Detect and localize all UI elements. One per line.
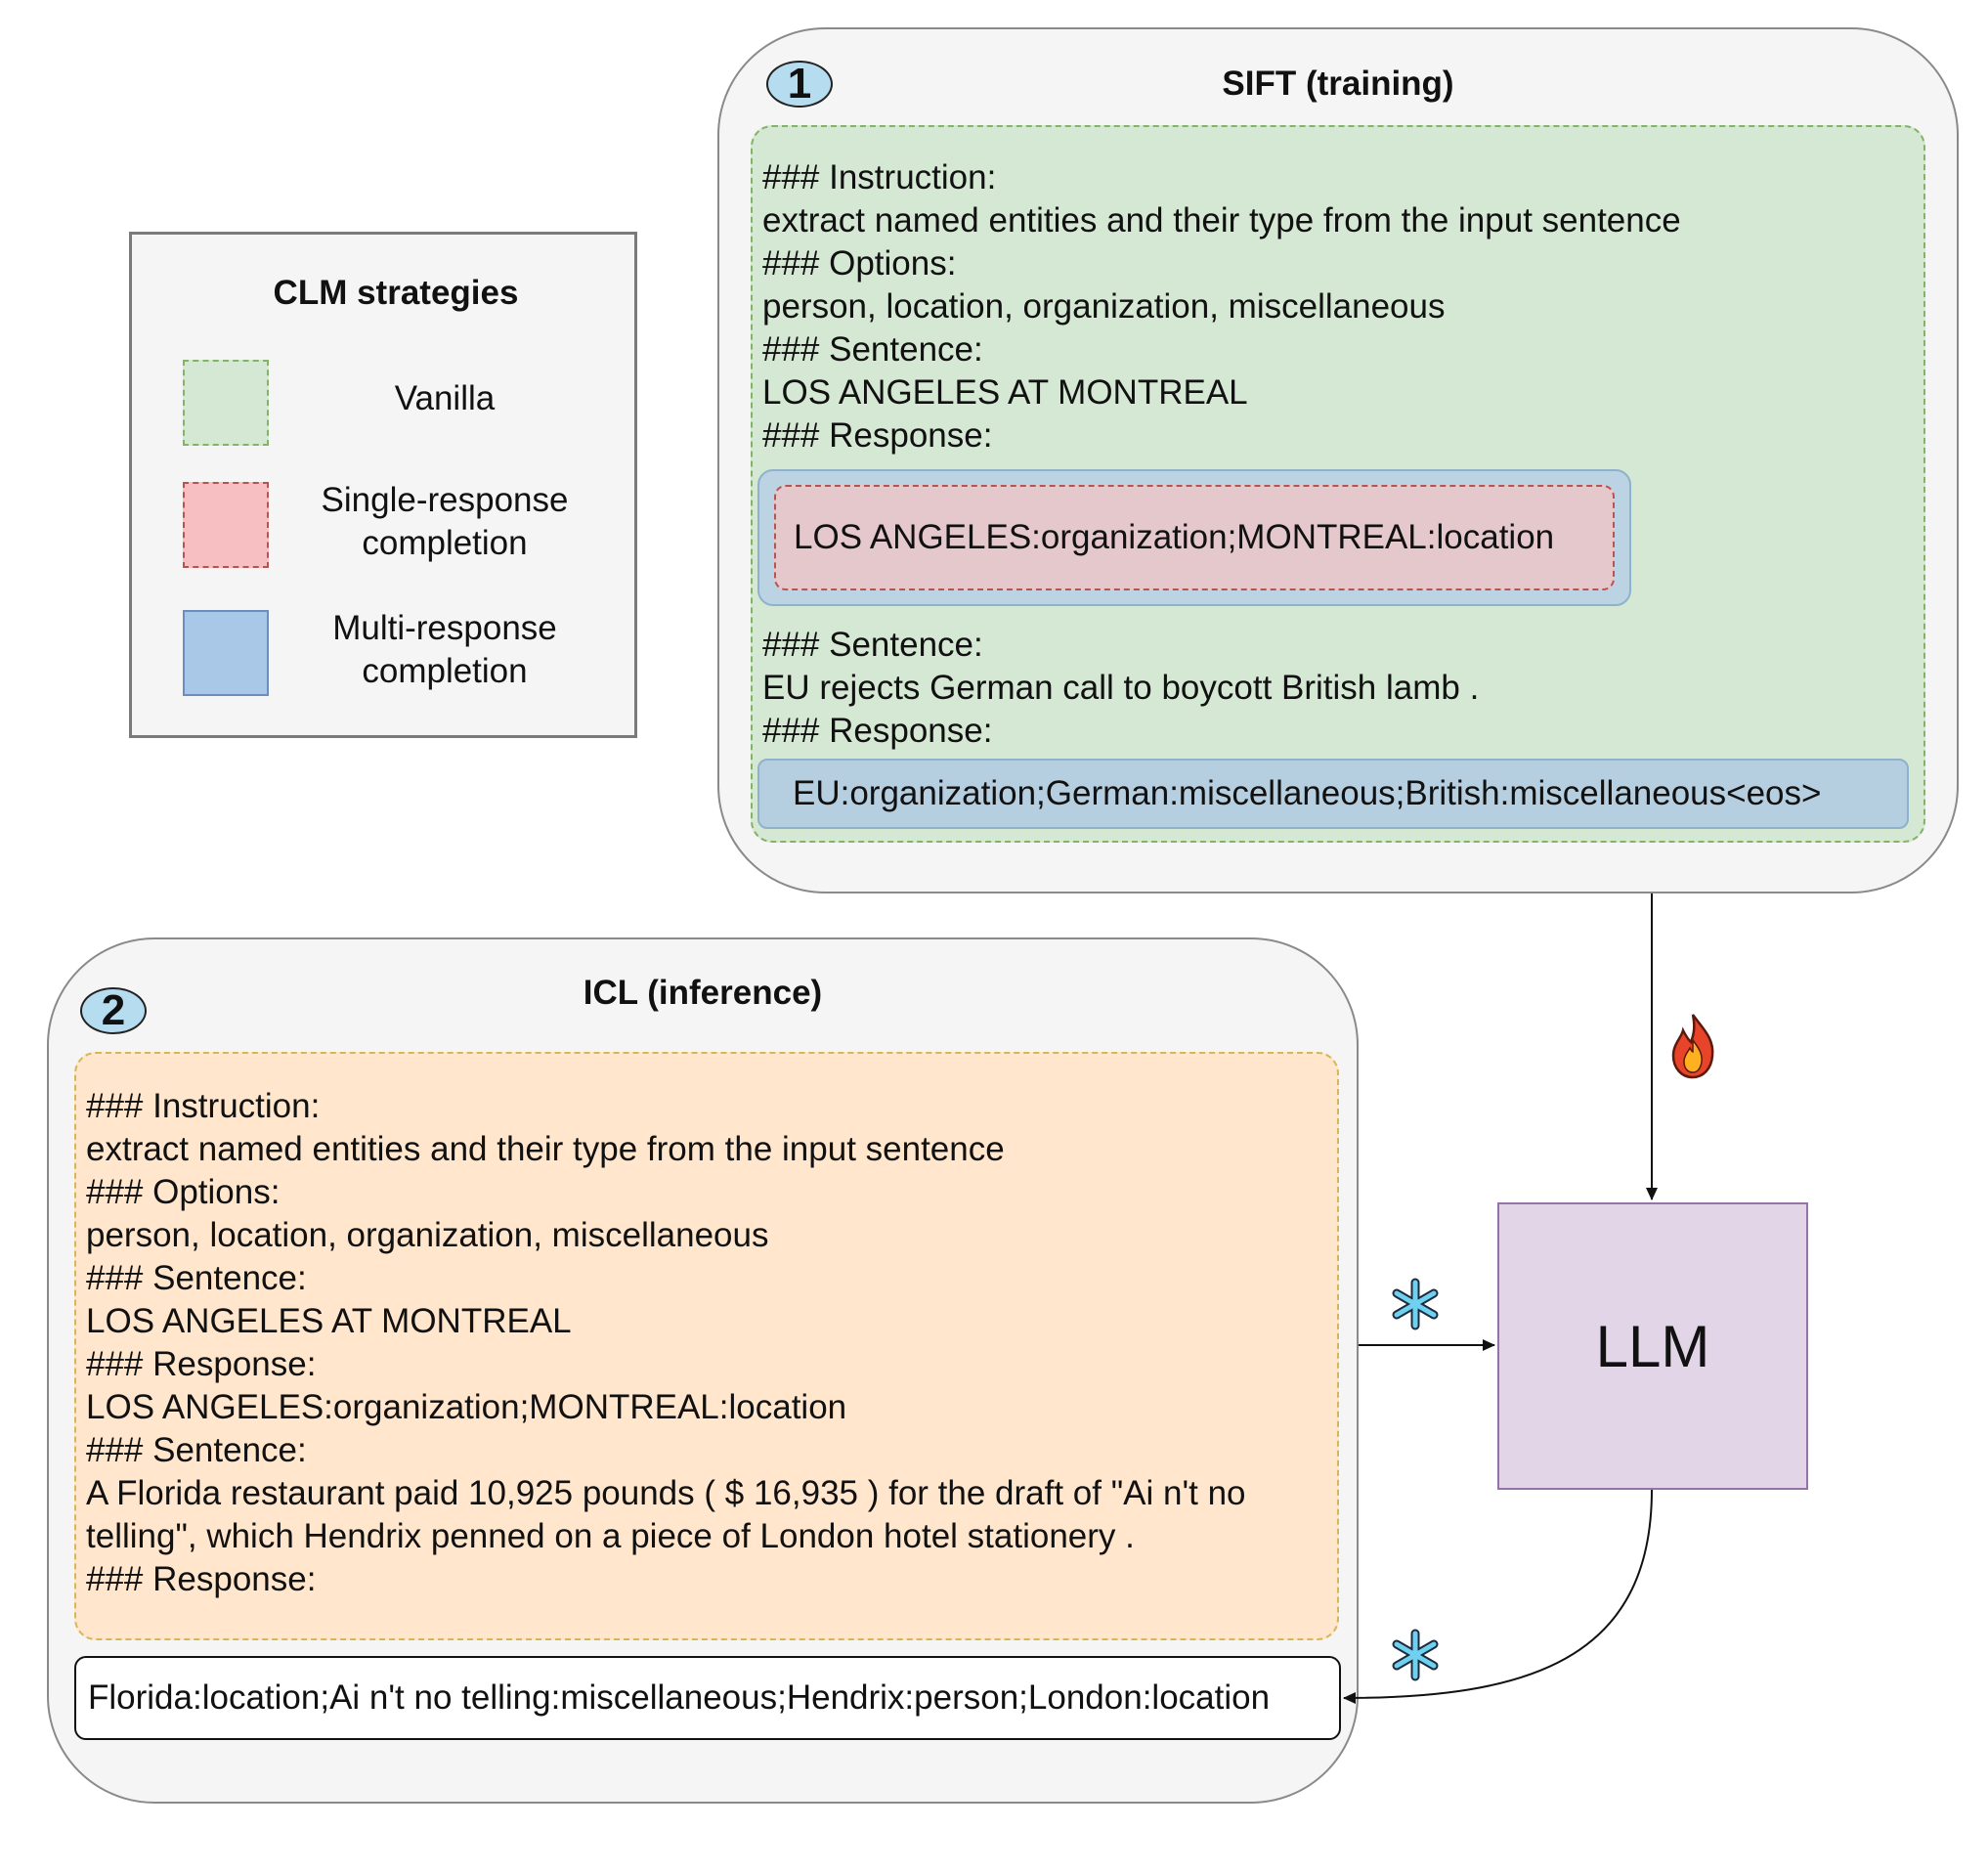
sift-step-badge: 1 [766,60,833,108]
legend-label-vanilla: Vanilla [394,379,496,417]
sift-line: extract named entities and their type fr… [762,201,1681,240]
legend-swatch-single-response [183,482,269,568]
icl-title: ICL (inference) [583,974,823,1012]
legend-title: CLM strategies [273,274,519,312]
legend-swatch-multi-response [183,610,269,696]
snowflake-icon [1392,1629,1439,1681]
icl-line: LOS ANGELES AT MONTREAL [86,1302,572,1340]
icl-output-box: Florida:location;Ai n't no telling:misce… [74,1656,1341,1740]
icl-line: person, location, organization, miscella… [86,1216,769,1254]
sift-line: EU rejects German call to boycott Britis… [762,669,1480,707]
icl-output: Florida:location;Ai n't no telling:misce… [88,1678,1271,1717]
icl-line: ### Options: [86,1173,281,1211]
icl-line: telling", which Hendrix penned on a piec… [86,1517,1135,1555]
sift-line: ### Sentence: [762,330,983,369]
sift-response-2: EU:organization;German:miscellaneous;Bri… [793,774,1822,812]
sift-line: person, location, organization, miscella… [762,287,1446,326]
icl-line: ### Response: [86,1345,317,1383]
legend-label-single-response: Single-response completion [321,481,569,562]
legend-label-multi-response: Multi-response completion [332,609,557,690]
snowflake-icon [1392,1278,1439,1330]
sift-response-2-box: EU:organization;German:miscellaneous;Bri… [757,759,1909,829]
icl-line: LOS ANGELES:organization;MONTREAL:locati… [86,1388,847,1426]
llm-block: LLM [1497,1202,1808,1490]
fire-icon [1671,1014,1714,1079]
sift-response-1: LOS ANGELES:organization;MONTREAL:locati… [794,518,1555,556]
icl-line: A Florida restaurant paid 10,925 pounds … [86,1474,1246,1512]
icl-prompt-box [74,1052,1339,1640]
sift-line: LOS ANGELES AT MONTREAL [762,373,1248,412]
sift-prompt-text: ### Instruction: extract named entities … [762,156,1681,457]
sift-prompt-text-2: ### Sentence: EU rejects German call to … [762,624,1479,753]
icl-line: ### Sentence: [86,1259,307,1297]
sift-title: SIFT (training) [1222,65,1454,103]
sift-line: ### Response: [762,712,993,750]
icl-line: extract named entities and their type fr… [86,1130,1005,1168]
icl-line: ### Instruction: [86,1087,321,1125]
sift-line: ### Instruction: [762,158,997,196]
sift-single-response-box: LOS ANGELES:organization;MONTREAL:locati… [774,485,1615,590]
sift-line: ### Options: [762,244,957,283]
icl-step-badge: 2 [80,986,147,1034]
legend-box: CLM strategies Vanilla Single-response c… [129,232,637,738]
sift-line: ### Sentence: [762,626,983,664]
icl-line: ### Sentence: [86,1431,307,1469]
llm-label: LLM [1595,1313,1710,1379]
llm-to-output-arrow [1343,1489,1653,1704]
icl-line: ### Response: [86,1560,317,1598]
icl-prompt-text: ### Instruction: extract named entities … [86,1085,1246,1601]
legend-swatch-vanilla [183,360,269,446]
sift-line: ### Response: [762,416,993,455]
